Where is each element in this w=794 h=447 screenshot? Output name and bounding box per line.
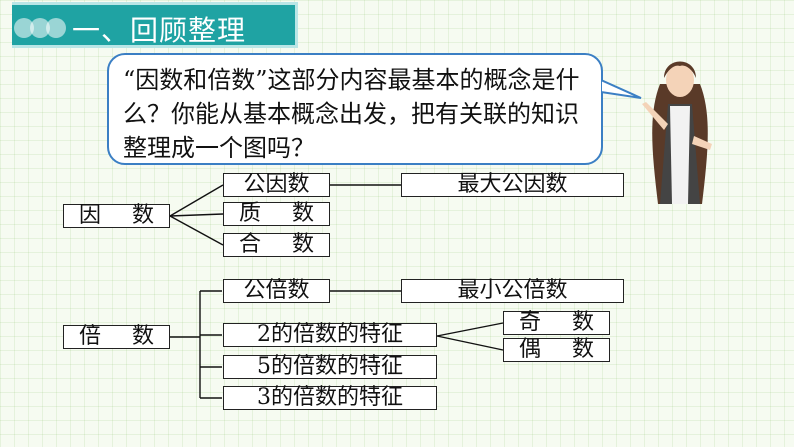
section-header: 一、回顾整理: [12, 2, 298, 48]
multiple-of-3-feature: 3的倍数的特征: [223, 386, 437, 410]
speech-bubble-tail: [601, 78, 642, 99]
bubble-text: “因数和倍数”这部分内容最基本的概念是什么？你能从基本概念出发，把有关联的知识整…: [123, 66, 580, 162]
least-common-multiple: 最小公倍数: [401, 279, 624, 303]
teacher-illustration: [642, 61, 712, 204]
multiple-root: 倍 数: [63, 325, 170, 349]
greatest-common-factor: 最大公因数: [401, 173, 624, 197]
multiple-of-5-feature: 5的倍数的特征: [223, 355, 437, 379]
factor-root: 因 数: [63, 204, 170, 228]
odd-number: 奇 数: [503, 311, 610, 335]
multiple-of-2-feature: 2的倍数的特征: [223, 323, 437, 347]
speech-bubble: “因数和倍数”这部分内容最基本的概念是什么？你能从基本概念出发，把有关联的知识整…: [107, 53, 603, 165]
common-factor: 公因数: [223, 173, 330, 197]
page-title: 一、回顾整理: [72, 14, 247, 47]
header-decoration: [12, 15, 72, 41]
prime-number: 质 数: [223, 202, 330, 226]
even-number: 偶 数: [503, 338, 610, 362]
common-multiple: 公倍数: [223, 279, 330, 303]
composite-number: 合 数: [223, 233, 330, 257]
